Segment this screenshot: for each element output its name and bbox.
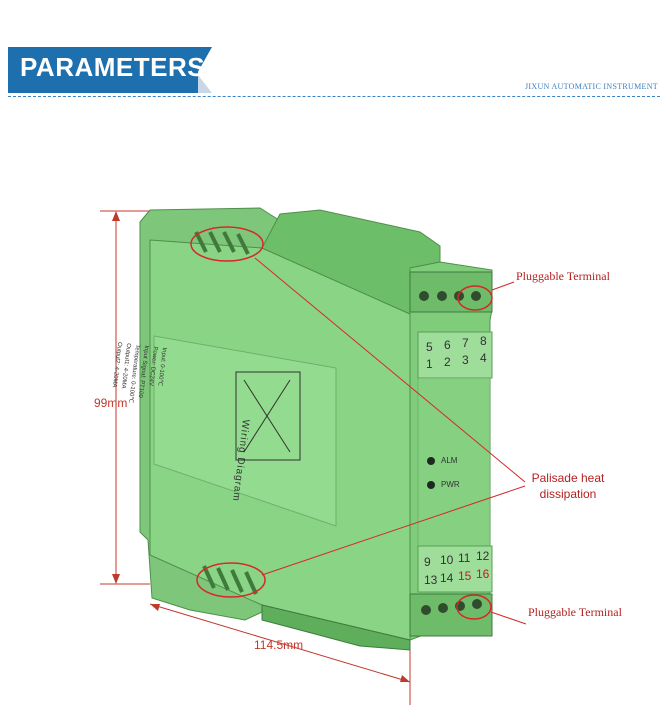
wiring-diagram	[235, 371, 301, 461]
pwr-led-label: PWR	[441, 480, 460, 489]
terminal-number: 5	[426, 340, 433, 354]
bottom-terminal-label: Pluggable Terminal	[528, 605, 622, 619]
brand-text: JIXUN AUTOMATIC INSTRUMENT	[525, 82, 658, 91]
bottom-terminal-block	[409, 593, 493, 637]
header-banner	[8, 47, 198, 93]
bottom-vents	[202, 565, 258, 595]
bottom-number-plate	[417, 545, 493, 593]
alm-led-icon	[427, 457, 435, 465]
terminal-number: 11	[458, 551, 471, 565]
terminal-number: 8	[480, 334, 487, 348]
terminal-number: 7	[462, 336, 469, 350]
terminal-number: 14	[440, 571, 454, 585]
heat-leader-top	[254, 257, 526, 483]
header-banner-shadow	[198, 75, 212, 93]
length-arrow-left	[150, 604, 160, 611]
terminal-number: 16	[476, 567, 490, 581]
header-divider	[8, 96, 660, 97]
bottom-terminal-callout	[456, 594, 492, 620]
side-label-sticker	[153, 335, 337, 527]
terminal-number: 2	[444, 355, 451, 369]
pwr-led-icon	[427, 481, 435, 489]
din-rail-foot	[261, 604, 411, 651]
top-vent-callout	[190, 226, 264, 262]
top-number-plate	[417, 331, 493, 379]
heat-label-line2: dissipation	[539, 487, 597, 501]
height-dimension-label: 99mm	[94, 396, 128, 410]
terminal-number: 9	[424, 555, 431, 569]
heat-dissipation-label: Palisade heat dissipation	[524, 470, 612, 502]
alm-led-label: ALM	[441, 456, 458, 465]
height-arrow-down	[112, 574, 120, 584]
terminal-number: 4	[480, 351, 487, 365]
length-dimension-label: 114.5mm	[254, 638, 304, 652]
length-arrow-right	[400, 675, 410, 682]
top-vents	[194, 231, 250, 255]
terminal-number: 12	[476, 549, 490, 563]
top-terminal-callout	[457, 285, 493, 311]
bottom-terminal-screws	[421, 599, 482, 615]
height-arrow-up	[112, 211, 120, 221]
heat-label-line1: Palisade heat	[531, 471, 605, 485]
top-terminal-leader	[491, 281, 515, 291]
bottom-terminal-leader	[490, 611, 527, 625]
terminal-number: 1	[426, 357, 433, 371]
terminal-number: 15	[458, 569, 472, 583]
top-terminal-screws	[419, 291, 481, 301]
terminal-number: 3	[462, 353, 469, 367]
bottom-vent-callout	[196, 562, 266, 598]
terminal-number: 13	[424, 573, 438, 587]
top-terminal-label: Pluggable Terminal	[516, 269, 610, 283]
length-dim-line	[149, 603, 411, 683]
terminal-number: 10	[440, 553, 454, 567]
terminal-number: 6	[444, 338, 451, 352]
heat-leader-bottom	[261, 485, 526, 576]
page-title: PARAMETERS	[20, 52, 206, 82]
